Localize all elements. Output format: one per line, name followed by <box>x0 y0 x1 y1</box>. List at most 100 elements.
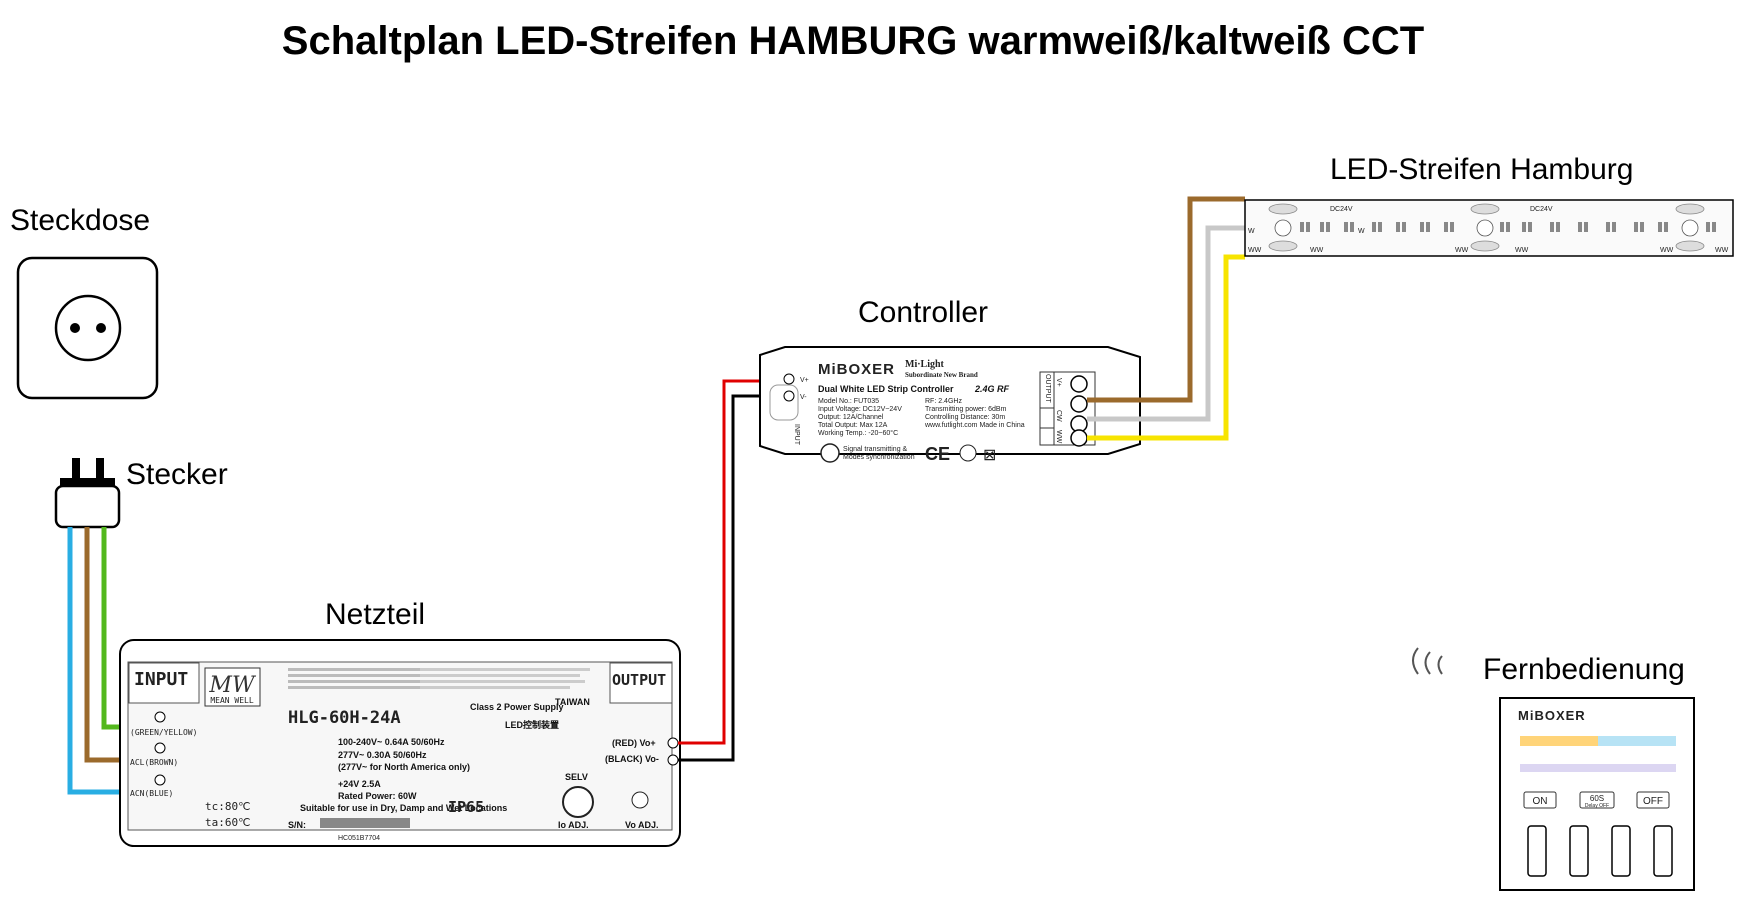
controller-rf: 2.4G RF <box>974 384 1010 394</box>
controller-product: Dual White LED Strip Controller <box>818 384 954 394</box>
wire-green-yellow <box>101 527 122 730</box>
remote-zone-button-2 <box>1569 825 1589 877</box>
psu-tc: tc:80℃ <box>205 800 250 813</box>
svg-text:Input Voltage: DC12V~24V: Input Voltage: DC12V~24V <box>818 406 902 413</box>
controller-terminal-out-cw: CW <box>1055 410 1062 422</box>
power-supply: INPUT MW MEAN WELL (GREEN/YELLOW) ACL(BR… <box>119 639 681 847</box>
svg-text:WW: WW <box>1310 247 1324 254</box>
ce-mark: CE <box>925 444 950 464</box>
psu-class2: Class 2 Power Supply <box>470 702 564 712</box>
controller-brand: MiBOXER <box>818 361 895 378</box>
remote-brand: MiBOXER <box>1518 708 1586 723</box>
controller-output-label: OUTPUT <box>1044 374 1051 404</box>
svg-text:DC24V: DC24V <box>1330 206 1353 213</box>
psu-brown-terminal: ACL(BROWN) <box>130 758 178 767</box>
psu-ta: ta:60℃ <box>205 816 250 829</box>
wire-brown-strip <box>1087 196 1245 403</box>
psu-label: Netzteil <box>325 598 425 631</box>
wire-brown <box>84 527 122 763</box>
psu-red-terminal: (RED) Vo+ <box>612 738 656 748</box>
controller-specs-left: Model No.: FUT035 Input Voltage: DC12V~2… <box>818 398 902 437</box>
signal-icon <box>820 443 840 463</box>
controller-terminal-v-minus <box>783 390 795 402</box>
controller-terminal-out-v-plus: V+ <box>1055 378 1062 387</box>
controller-terminal-in-v-plus: V+ <box>800 377 809 384</box>
psu-input-label: INPUT <box>134 669 188 690</box>
svg-text:WW: WW <box>1515 247 1529 254</box>
remote-button-delay-label: 60S <box>1590 794 1604 803</box>
controller-label: Controller <box>858 296 988 329</box>
svg-text:WW: WW <box>1455 247 1469 254</box>
psu-output-spec: +24V 2.5A <box>338 779 381 789</box>
psu-na-note: (277V~ for North America only) <box>338 762 470 772</box>
controller-input-label: INPUT <box>793 424 800 446</box>
weee-mark: ⊠ <box>983 447 996 464</box>
remote-button-off-label: OFF <box>1643 796 1663 807</box>
psu-suitable: Suitable for use in Dry, Damp and Wet Lo… <box>300 803 507 813</box>
svg-text:RF: 2.4GHz: RF: 2.4GHz <box>925 398 962 405</box>
psu-country: TAIWAN <box>555 697 590 707</box>
remote-button-on <box>1523 791 1557 809</box>
psu-selv: SELV <box>565 772 588 782</box>
psu-brand: MEAN WELL <box>210 696 254 705</box>
svg-text:Model No.: FUT035: Model No.: FUT035 <box>818 398 879 405</box>
svg-text:W: W <box>1248 228 1255 235</box>
psu-output-label: OUTPUT <box>612 671 666 689</box>
controller-signal-note-2: Modes synchronization <box>843 454 915 461</box>
wire-red <box>678 379 788 745</box>
psu-green-terminal: (GREEN/YELLOW) <box>130 728 197 737</box>
psu-ip: IP65 <box>448 798 484 816</box>
remote-zone-button-4 <box>1653 825 1673 877</box>
wire-yellow <box>1087 254 1245 441</box>
svg-text:WW: WW <box>1660 247 1674 254</box>
remote-control: MiBOXER ON 60S Delay OFF OFF <box>1499 697 1695 891</box>
svg-text:WW: WW <box>1715 247 1729 254</box>
controller-terminal-in-v-minus: V- <box>800 394 807 401</box>
psu-black-terminal: (BLACK) Vo- <box>605 754 659 764</box>
psu-led-label: LED控制装置 <box>505 719 559 730</box>
mean-well-logo: MW <box>208 673 257 698</box>
svg-text:Controlling Distance: 30m: Controlling Distance: 30m <box>925 414 1005 421</box>
rohs-mark <box>959 444 977 462</box>
svg-text:Output: 12A/Channel: Output: 12A/Channel <box>818 414 884 421</box>
psu-input-spec2: 277V~ 0.30A 50/60Hz <box>338 750 427 760</box>
remote-zone-button-3 <box>1611 825 1631 877</box>
remote-button-off <box>1636 791 1670 809</box>
svg-text:Transmitting power: 6dBm: Transmitting power: 6dBm <box>925 406 1007 413</box>
led-strip: DC24V DC24V W W WW WW WW WW WW WW <box>1244 199 1734 257</box>
strip-markings: DC24V DC24V W W WW WW WW WW WW WW <box>1248 206 1729 254</box>
svg-text:DC24V: DC24V <box>1530 206 1553 213</box>
wire-gray <box>1087 225 1245 422</box>
plug-icon <box>54 458 121 529</box>
socket-icon <box>16 256 159 400</box>
psu-serial: HC051B7704 <box>338 835 380 842</box>
psu-rated-power: Rated Power: 60W <box>338 791 417 801</box>
remote-zone-button-1 <box>1527 825 1547 877</box>
psu-sn: S/N: <box>288 820 306 830</box>
plug-label: Stecker <box>126 458 228 491</box>
controller-signal-note-1: Signal transmitting & <box>843 446 908 453</box>
svg-text:Working Temp.: -20~60°C: Working Temp.: -20~60°C <box>818 429 898 437</box>
svg-text:www.futlight.com Made in Chi: www.futlight.com Made in China <box>924 422 1025 429</box>
controller-specs-right: RF: 2.4GHz Transmitting power: 6dBm Cont… <box>924 398 1025 429</box>
diagram-title: Schaltplan LED-Streifen HAMBURG warmweiß… <box>282 19 1424 63</box>
remote-button-on-label: ON <box>1533 796 1548 807</box>
socket-label: Steckdose <box>10 204 150 237</box>
controller-sub-brand-note: Subordinate New Brand <box>905 371 978 379</box>
svg-text:Total Output: Max 12A: Total Output: Max 12A <box>818 422 888 429</box>
svg-text:WW: WW <box>1248 247 1262 254</box>
controller-sub-brand: Mi·Light <box>905 359 945 370</box>
psu-blue-terminal: ACN(BLUE) <box>130 789 173 798</box>
remote-label: Fernbedienung <box>1483 653 1685 686</box>
psu-model: HLG-60H-24A <box>288 708 401 728</box>
psu-io-adj: Io ADJ. <box>558 820 589 830</box>
remote-button-delay <box>1579 791 1615 809</box>
controller-terminal-out-ww: WW <box>1055 430 1062 444</box>
svg-text:W: W <box>1358 228 1365 235</box>
controller: MiBOXER Mi·Light Subordinate New Brand D… <box>759 346 1141 464</box>
wire-blue <box>67 527 122 795</box>
signal-waves-icon <box>1412 647 1443 675</box>
remote-delay-note: Delay OFF <box>1585 803 1609 809</box>
psu-vo-adj: Vo ADJ. <box>625 820 659 830</box>
